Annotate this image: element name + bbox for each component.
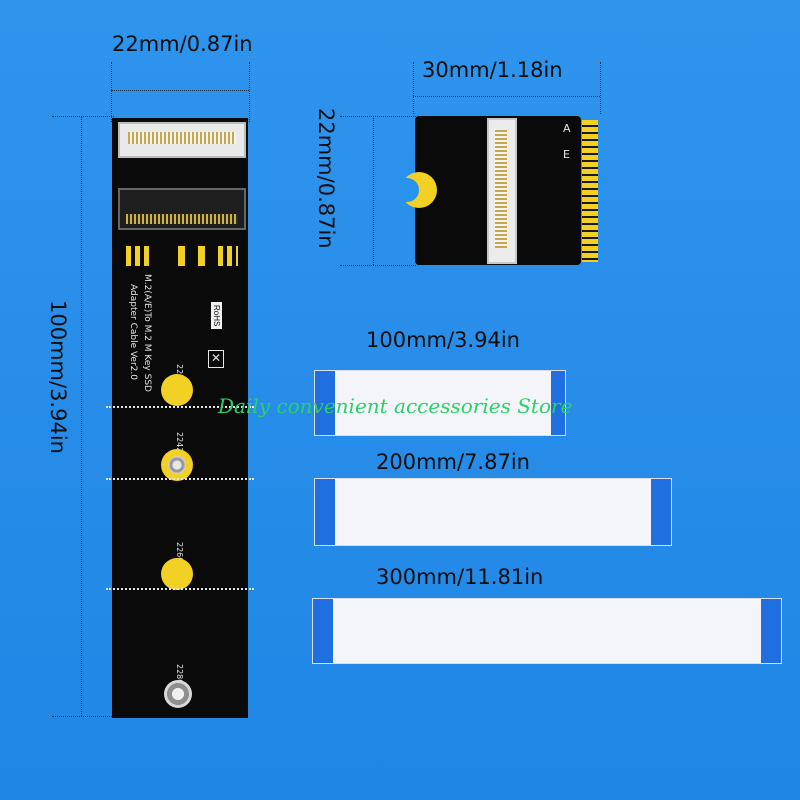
cable-100-tip-right [551,371,565,435]
gold-pad-2 [198,246,205,266]
m2-adapter-board: M.2(A/E)To M.2 M Key SSD Adapter Cable V… [106,118,254,718]
adapter-width-line [413,96,600,97]
cable-200-label: 200mm/7.87in [376,450,530,474]
board-length-guide-top [52,116,114,117]
board-length-line [81,116,82,716]
top-fpc-connector [118,122,246,158]
cable-300-label: 300mm/11.81in [376,565,544,589]
board-width-guide-left [111,62,112,122]
cut-line-1 [106,406,254,408]
key-letter-e: E [563,148,570,161]
adapter-height-line [373,116,374,265]
cable-300-tip-left [313,599,333,663]
cable-100mm [314,370,566,436]
board-width-line [111,90,249,91]
gold-pads [126,246,150,266]
cable-200mm [314,478,672,546]
adapter-width-guide-left [413,62,414,114]
adapter-height-guide-top [340,116,416,117]
silkscreen-line1: M.2(A/E)To M.2 M Key SSD [142,274,152,392]
cable-200-tip-left [315,479,335,545]
store-watermark: Daily convenient accessories Store [218,394,573,418]
board-width-guide-right [249,62,250,122]
adapter-width-guide-right [600,62,601,114]
gold-pad-1 [178,246,185,266]
board-width-label: 22mm/0.87in [112,32,253,56]
adapter-height-label: 22mm/0.87in [314,108,338,249]
silkscreen-line2: Adapter Cable Ver2.0 [128,284,138,380]
weee-bin-icon: ✕ [208,350,224,368]
cable-100-tip-left [315,371,335,435]
adapter-width-label: 30mm/1.18in [422,58,563,82]
screw-pad-2260 [161,558,193,590]
screw-pad-2230 [161,374,193,406]
cut-line-3 [106,588,254,590]
rohs-mark: RoHS [211,302,222,330]
cut-line-2 [106,478,254,480]
cable-300-tip-right [761,599,781,663]
cable-100-label: 100mm/3.94in [366,328,520,352]
gold-finger-edge [582,120,598,262]
ae-key-adapter-card: A E [399,116,581,265]
screw-2242 [161,449,193,481]
adapter-height-guide-bottom [340,265,416,266]
screw-2280 [164,680,192,708]
key-letter-a: A [563,122,571,135]
adapter-fpc-connector [487,118,517,264]
board-length-guide-bottom [52,716,114,717]
cable-200-tip-right [651,479,671,545]
m2-ssd-slot [118,188,246,230]
cable-300mm [312,598,782,664]
mounting-notch [399,172,437,208]
board-length-label: 100mm/3.94in [46,300,70,454]
gold-pad-3 [218,246,238,266]
